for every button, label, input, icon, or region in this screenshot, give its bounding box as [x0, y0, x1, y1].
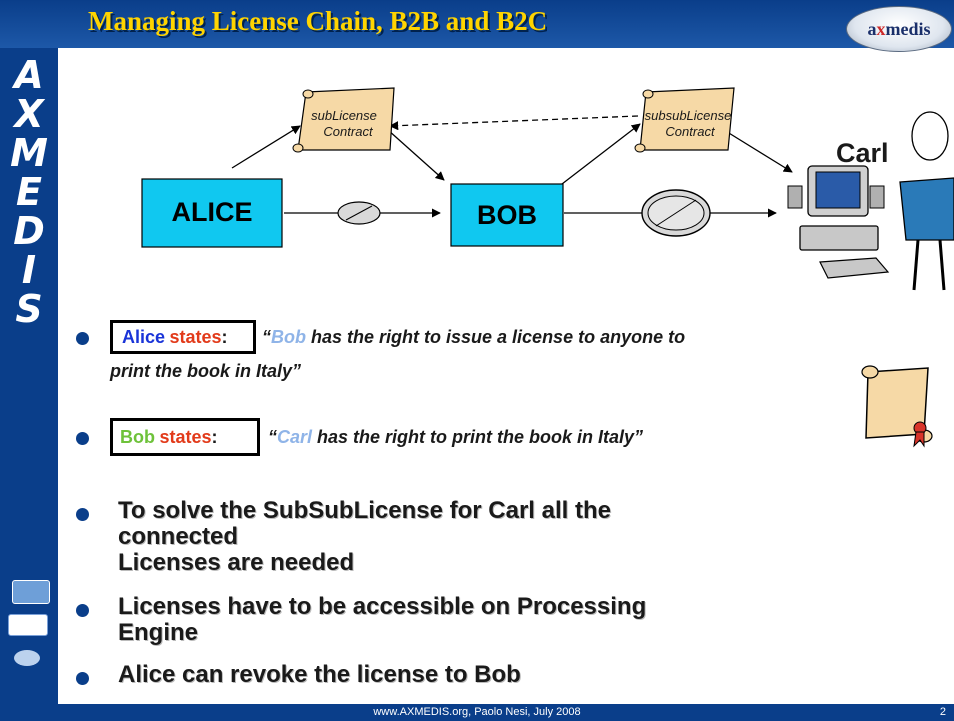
- bullet-text: Licenses have to be accessible on Proces…: [118, 594, 646, 646]
- partner-logo-icon: [12, 580, 50, 604]
- vertical-brand-letters: A X M E D I S: [6, 56, 52, 329]
- bullet-dot: [76, 432, 89, 445]
- brand-letter: A: [14, 53, 44, 97]
- slide-content: [58, 48, 954, 704]
- quote-mark: “: [262, 327, 271, 347]
- bullet-dot: [76, 508, 89, 521]
- page-number: 2: [939, 706, 946, 718]
- alice-states-box: [110, 320, 256, 354]
- statement-2-label: Bob states:: [120, 427, 217, 448]
- statement-2-quote: “Carl has the right to print the book in…: [268, 427, 643, 448]
- sublicense-label-1: subLicense: [311, 108, 377, 123]
- statement-1-quote-line-2: print the book in Italy”: [110, 361, 302, 381]
- speaker-alice: Alice: [122, 327, 166, 347]
- bullet-dot: [76, 332, 89, 345]
- dashed-arrow-subsub-to-sub: [389, 115, 639, 131]
- bullet-dot: [76, 672, 89, 685]
- quote-mark: “: [268, 427, 277, 447]
- title-band: [0, 0, 954, 48]
- alice-box: [141, 178, 283, 248]
- brand-letter: X: [14, 92, 44, 136]
- sublicense-scroll-icon: [292, 87, 395, 153]
- token-icon: [337, 201, 381, 225]
- person-icon: [899, 111, 954, 291]
- bob-label: BOB: [477, 200, 537, 230]
- license-chain-diagram: ALICE BOB subLicense Contract subsubLice…: [141, 87, 954, 291]
- bullet-dot: [76, 604, 89, 617]
- arrow-subsub-to-carl: [723, 129, 793, 173]
- brand-letter: M: [10, 131, 48, 175]
- subsublicense-label-1: subsubLicense: [645, 108, 732, 123]
- partner-logo-icon: [8, 614, 48, 636]
- footer-text: www.AXMEDIS.org, Paolo Nesi, July 2008: [373, 706, 581, 718]
- arrow-alice-to-sublicense: [231, 125, 301, 169]
- verb-states: states: [159, 427, 212, 447]
- brand-letter: E: [16, 170, 42, 214]
- subsublicense-label-2: Contract: [665, 124, 716, 139]
- quote-subject-bob: Bob: [271, 327, 306, 347]
- footer: www.AXMEDIS.org, Paolo Nesi, July 2008 2: [0, 704, 954, 721]
- statement-1-quote: “Bob has the right to issue a license to…: [262, 327, 685, 348]
- quote-text: has the right to issue a license to anyo…: [306, 327, 686, 347]
- bullet-line: Licenses are needed: [118, 549, 355, 576]
- bullet-line: Licenses have to be accessible on Proces…: [118, 593, 647, 620]
- bob-box: [450, 183, 564, 247]
- verb-states: states: [169, 327, 222, 347]
- arrow-bob-to-subsublicense: [561, 123, 641, 185]
- brand-letter: D: [13, 209, 45, 253]
- colon: :: [211, 427, 218, 447]
- bullet-text: Alice can revoke the license to Bob: [118, 661, 521, 688]
- subsublicense-scroll-icon: [634, 87, 735, 153]
- statement-1-label: Alice states:: [122, 327, 228, 348]
- bullet-line: Engine: [118, 619, 199, 646]
- partner-logo-icon: [14, 650, 40, 666]
- computer-icon: [787, 165, 890, 279]
- bullet-line: To solve the SubSubLicense for Carl all …: [118, 497, 611, 524]
- brand-letter: S: [15, 287, 43, 331]
- alice-label: ALICE: [172, 197, 253, 227]
- brand-letter: I: [21, 248, 37, 292]
- bullet-text: To solve the SubSubLicense for Carl all …: [118, 498, 611, 576]
- quote-text: has the right to print the book in Italy…: [312, 427, 644, 447]
- bullet-line: connected: [118, 523, 239, 550]
- bob-states-box: [110, 418, 260, 456]
- license-scroll-icon: [861, 365, 933, 448]
- carl-label: Carl: [836, 138, 889, 168]
- colon: :: [221, 327, 228, 347]
- token-stack-icon: [641, 189, 711, 237]
- speaker-bob: Bob: [120, 427, 155, 447]
- quote-subject-carl: Carl: [277, 427, 313, 447]
- axmedis-logo: axmedis: [846, 6, 952, 52]
- arrow-sublicense-to-bob: [387, 129, 445, 181]
- slide-title: Managing License Chain, B2B and B2C: [88, 6, 548, 36]
- sublicense-label-2: Contract: [323, 124, 374, 139]
